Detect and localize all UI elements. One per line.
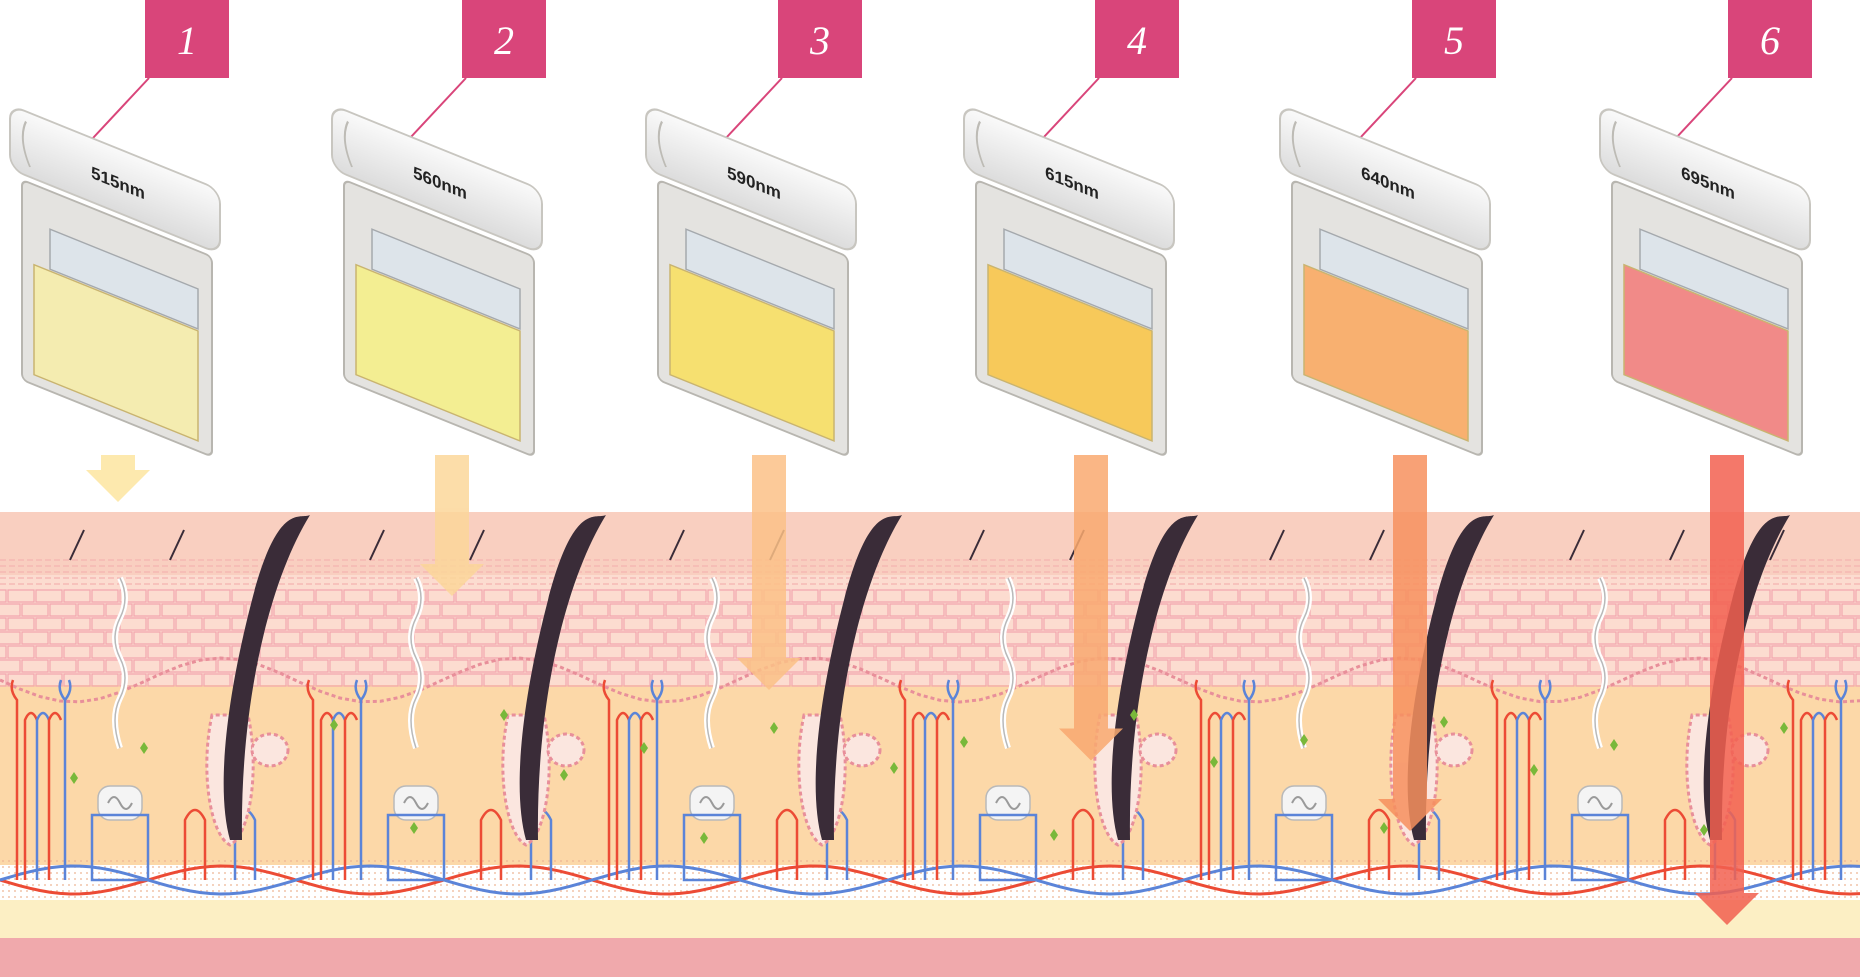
filter-number: 2 <box>494 18 514 63</box>
arrow-6 <box>1695 455 1759 925</box>
leader-line <box>409 77 467 139</box>
leader-line <box>92 77 150 139</box>
filter-4: 4 615nm <box>963 0 1179 456</box>
filter-mirror <box>1319 228 1469 331</box>
number-badge <box>1095 0 1179 78</box>
number-badge <box>1412 0 1496 78</box>
arrow-2 <box>420 455 484 596</box>
filter-mirror <box>1003 228 1153 331</box>
leader-line <box>725 77 783 139</box>
arrow-3 <box>737 455 801 690</box>
arrow-4 <box>1059 455 1123 761</box>
filter-glass <box>1303 263 1469 443</box>
filter-2: 2 560nm <box>331 0 546 456</box>
stratum-lines <box>0 559 1860 585</box>
filter-1: 1 515nm <box>9 0 229 456</box>
filter-cartridge: 615nm <box>963 108 1175 456</box>
filter-6: 6 695nm <box>1599 0 1812 456</box>
filter-handle <box>1599 108 1811 251</box>
filter-cartridge: 590nm <box>645 108 857 456</box>
muscle-layer <box>0 938 1860 977</box>
filter-glass <box>33 263 199 443</box>
filter-number: 5 <box>1444 18 1464 63</box>
dermis-cells <box>70 709 1788 844</box>
number-badge <box>1728 0 1812 78</box>
filter-number: 6 <box>1760 18 1780 63</box>
filter-cartridge: 560nm <box>331 108 543 456</box>
number-badge <box>145 0 229 78</box>
filter-3: 3 590nm <box>645 0 862 456</box>
filter-cartridge: 640nm <box>1279 108 1491 456</box>
number-badge <box>778 0 862 78</box>
filter-glass <box>987 263 1153 443</box>
filter-handle <box>331 108 543 251</box>
arrow-5 <box>1378 455 1442 831</box>
filter-handle <box>963 108 1175 251</box>
blood-vessels <box>0 679 1860 896</box>
dermis-layer <box>0 685 1860 865</box>
leader-line <box>1042 77 1100 139</box>
fat-layer <box>0 900 1860 940</box>
leader-line <box>1675 77 1733 139</box>
filter-handle <box>9 108 221 251</box>
filter-glass <box>1623 263 1789 443</box>
sweat-glands <box>90 576 1630 882</box>
arrow-1 <box>86 455 150 502</box>
filter-handle <box>645 108 857 251</box>
filter-5: 5 640nm <box>1279 0 1496 456</box>
filter-glass <box>355 263 521 443</box>
skin-cross-section <box>0 512 1860 977</box>
filter-glass <box>669 263 835 443</box>
filter-mirror <box>371 228 521 331</box>
filter-number: 1 <box>177 18 197 63</box>
skin-surface-layer <box>0 512 1860 582</box>
filter-mirror <box>49 228 199 331</box>
penetration-arrows <box>86 455 1759 925</box>
filter-mirror <box>1639 228 1789 331</box>
leader-line <box>1359 77 1417 139</box>
filter-cartridge: 515nm <box>9 108 221 456</box>
filter-number: 4 <box>1127 18 1147 63</box>
filter-handle <box>1279 108 1491 251</box>
filter-mirror <box>685 228 835 331</box>
filters-row: 1 515nm 2 560nm 3 590nm 4 615nm 5 640nm 6 695nm <box>9 0 1812 456</box>
number-badge <box>462 0 546 78</box>
filter-number: 3 <box>809 18 830 63</box>
filter-cartridge: 695nm <box>1599 108 1811 456</box>
